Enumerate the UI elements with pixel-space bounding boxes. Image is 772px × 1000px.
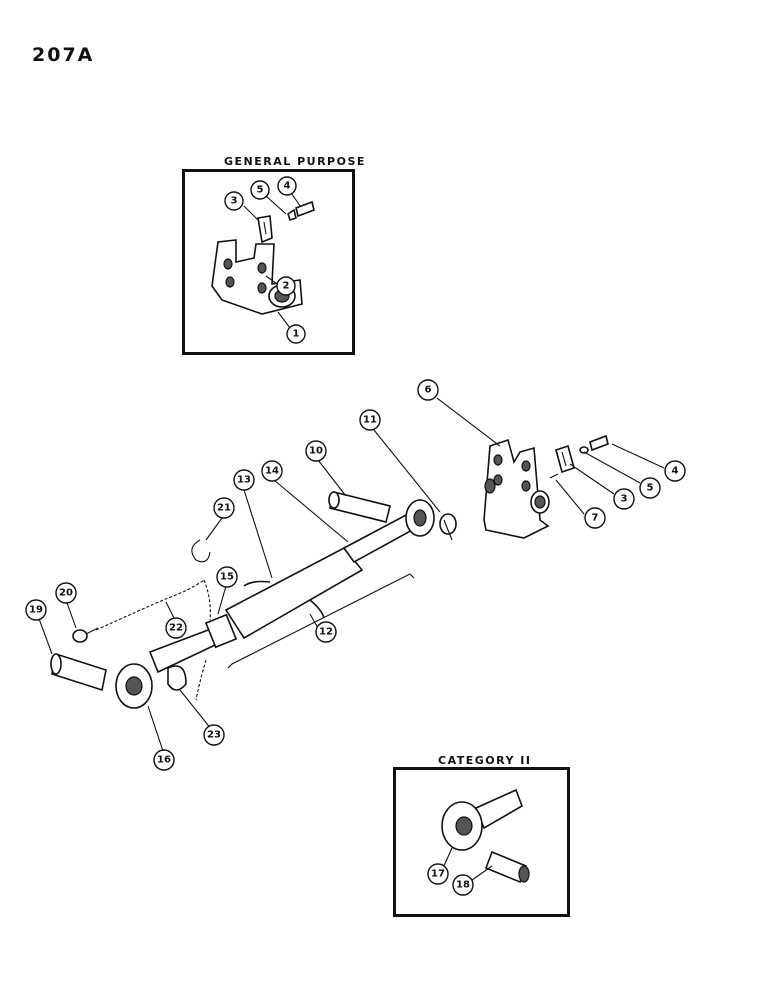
rear-pin <box>328 491 391 523</box>
callout-15: 15 <box>216 566 238 588</box>
callout-22-label: 22 <box>169 623 183 634</box>
callout-4b-label: 4 <box>672 466 679 477</box>
callout-21-label: 21 <box>217 503 231 514</box>
callout-5b-label: 5 <box>647 483 654 494</box>
callout-18-label: 18 <box>456 880 470 891</box>
callout-5b: 5 <box>639 477 661 499</box>
callout-14-label: 14 <box>265 466 279 477</box>
cat2-ball-eye-end <box>441 788 523 851</box>
callout-19: 19 <box>25 599 47 621</box>
linch-pin-23 <box>167 665 187 691</box>
right-retainer-plate <box>555 444 575 474</box>
callout-4b: 4 <box>664 460 686 482</box>
callout-4: 4 <box>277 176 297 196</box>
right-bolt <box>579 434 609 454</box>
link-rod-front-end <box>148 613 238 674</box>
callout-11-label: 11 <box>363 415 377 426</box>
callout-16-label: 16 <box>157 755 171 766</box>
callout-23: 23 <box>203 724 225 746</box>
leader-lines <box>37 193 665 881</box>
callout-22: 22 <box>165 617 187 639</box>
callout-2: 2 <box>276 276 296 296</box>
callout-3b: 3 <box>613 488 635 510</box>
link-body-tube <box>224 546 364 640</box>
callout-15-label: 15 <box>220 572 234 583</box>
general-purpose-title: GENERAL PURPOSE <box>224 155 366 168</box>
callout-10: 10 <box>305 440 327 462</box>
roll-pin <box>549 473 559 479</box>
callout-17: 17 <box>427 863 449 885</box>
callout-10-label: 10 <box>309 446 323 457</box>
rear-ball-eye <box>405 499 435 537</box>
callout-3b-label: 3 <box>621 494 628 505</box>
linch-pin-11 <box>439 513 457 541</box>
callout-14: 14 <box>261 460 283 482</box>
callout-16: 16 <box>153 749 175 771</box>
callout-4-label: 4 <box>284 181 291 192</box>
gp-bolt <box>287 200 315 222</box>
callout-12-label: 12 <box>319 627 333 638</box>
spring-clip-21 <box>191 539 211 563</box>
callout-23-label: 23 <box>207 730 221 741</box>
category-ii-title: CATEGORY II <box>438 754 532 767</box>
callout-11: 11 <box>359 409 381 431</box>
callout-13-label: 13 <box>237 475 251 486</box>
callout-6-label: 6 <box>425 385 432 396</box>
callout-7: 7 <box>584 507 606 529</box>
page-number: 207A <box>32 44 95 66</box>
front-pin <box>50 652 107 692</box>
cat2-bushing <box>484 850 530 884</box>
callout-17-label: 17 <box>431 869 445 880</box>
callout-19-label: 19 <box>29 605 43 616</box>
callout-12: 12 <box>315 621 337 643</box>
callout-5: 5 <box>250 180 270 200</box>
gp-retainer-plate <box>257 215 273 244</box>
callout-6: 6 <box>417 379 439 401</box>
callout-3: 3 <box>224 191 244 211</box>
callout-1: 1 <box>286 324 306 344</box>
spring-clip-20 <box>72 627 99 643</box>
callout-18: 18 <box>452 874 474 896</box>
callout-3-label: 3 <box>231 196 238 207</box>
callout-13: 13 <box>233 469 255 491</box>
callout-7-label: 7 <box>592 513 599 524</box>
category-ii-inset <box>393 767 570 917</box>
chain-upper <box>203 579 211 621</box>
right-clevis-bracket <box>483 438 550 539</box>
chain-22 <box>95 579 205 631</box>
callout-21: 21 <box>213 497 235 519</box>
length-bracket-12 <box>227 573 415 669</box>
callout-5-label: 5 <box>257 185 264 196</box>
front-ball-eye <box>115 663 153 709</box>
general-purpose-inset <box>182 169 355 355</box>
chain-23 <box>195 659 207 701</box>
callout-2-label: 2 <box>283 281 290 292</box>
callout-1-label: 1 <box>293 329 300 340</box>
callout-20-label: 20 <box>59 588 73 599</box>
callout-20: 20 <box>55 582 77 604</box>
